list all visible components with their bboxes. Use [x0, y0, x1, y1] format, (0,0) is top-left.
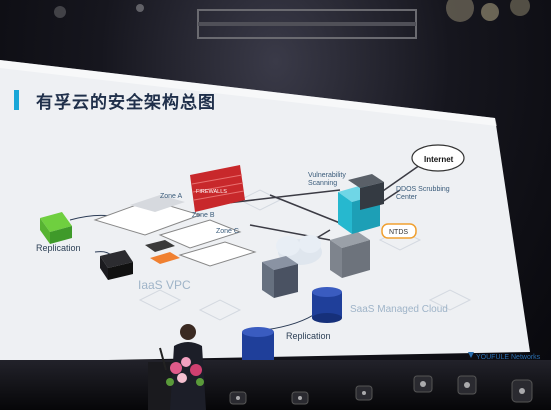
stage-lights [229, 375, 533, 405]
zone-platforms [93, 195, 257, 267]
title-accent-bar [14, 90, 19, 110]
brand-logo-text: YOUFULE Networks [476, 354, 541, 361]
slide-title: 有孚云的安全架构总图 [36, 93, 216, 112]
zone-a-label: Zone A [160, 193, 183, 200]
cloud-icon: Internet [411, 144, 465, 172]
internet-label: Internet [424, 155, 454, 164]
slide-surface [0, 60, 530, 362]
zone-c-label: Zone C [216, 228, 239, 235]
cloud-icon [276, 235, 322, 265]
speaker-person-icon [159, 324, 206, 410]
replication-label-bottom: Replication [286, 331, 331, 341]
replication-label-top: Replication [36, 243, 81, 253]
firewall-icon [330, 232, 370, 278]
ceiling-lights [54, 0, 530, 39]
firewall-banner-label: FIREWALLS [196, 189, 227, 195]
firewall-icon [348, 174, 384, 210]
zone-b-label: Zone B [192, 212, 215, 219]
storage-box-icon [100, 250, 133, 280]
firewall-icon: FIREWALLS [190, 165, 245, 212]
iaas-vpc-label: IaaS VPC [138, 278, 191, 292]
server-icon [262, 256, 298, 298]
vulnerability-scanning-label: Vulnerability Scanning [308, 172, 346, 187]
database-icon [312, 287, 342, 323]
flowers-icon [166, 357, 204, 386]
storage-box-icon [40, 212, 72, 244]
ntds-badge: NTDS [381, 223, 417, 239]
ddos-scrubbing-center-label: DDOS Scrubbing Center [396, 186, 450, 201]
brand-logo [468, 352, 474, 358]
ntds-label: NTDS [389, 229, 408, 236]
saas-managed-cloud-label: SaaS Managed Cloud [350, 304, 448, 315]
